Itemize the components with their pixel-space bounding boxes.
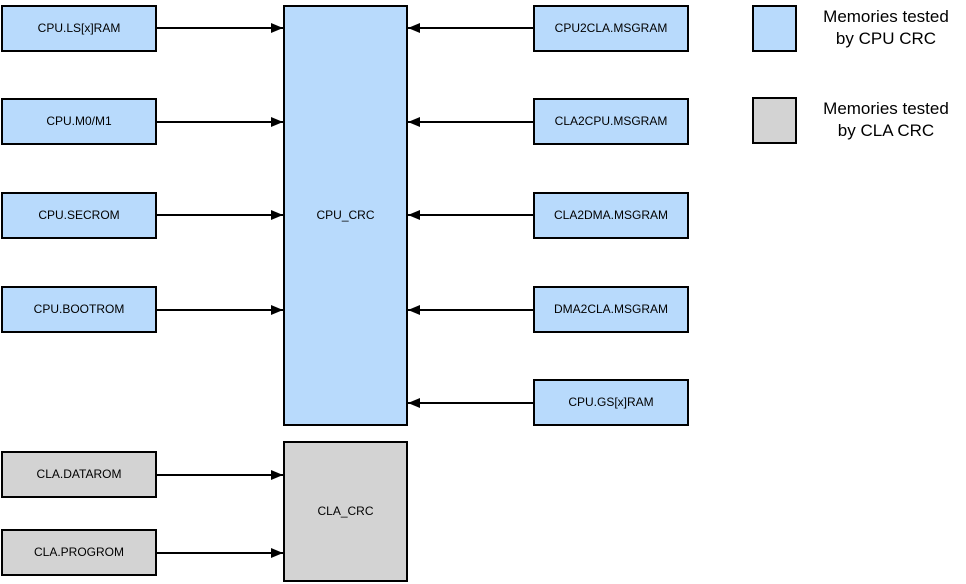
legend-cla-swatch (752, 97, 797, 144)
node-dma2cla-msgram: DMA2CLA.MSGRAM (533, 286, 689, 333)
node-cpu-secrom: CPU.SECROM (1, 192, 157, 239)
node-cpu2cla-msgram: CPU2CLA.MSGRAM (533, 5, 689, 52)
node-cpu-gs-x-ram: CPU.GS[x]RAM (533, 379, 689, 426)
node-cla-datarom: CLA.DATAROM (1, 451, 157, 498)
node-cpu-ls-x-ram: CPU.LS[x]RAM (1, 5, 157, 52)
node-cpu-crc: CPU_CRC (283, 5, 408, 426)
legend-cla-label: Memories tested by CLA CRC (823, 98, 949, 140)
node-cpu-bootrom: CPU.BOOTROM (1, 286, 157, 333)
node-cla2cpu-msgram: CLA2CPU.MSGRAM (533, 98, 689, 145)
node-cla2dma-msgram: CLA2DMA.MSGRAM (533, 192, 689, 239)
legend-cpu-swatch (752, 5, 797, 52)
node-cpu-m0-m1: CPU.M0/M1 (1, 98, 157, 145)
legend-cpu-label: Memories tested by CPU CRC (823, 6, 949, 48)
node-cla-crc: CLA_CRC (283, 441, 408, 582)
node-cla-progrom: CLA.PROGROM (1, 529, 157, 576)
